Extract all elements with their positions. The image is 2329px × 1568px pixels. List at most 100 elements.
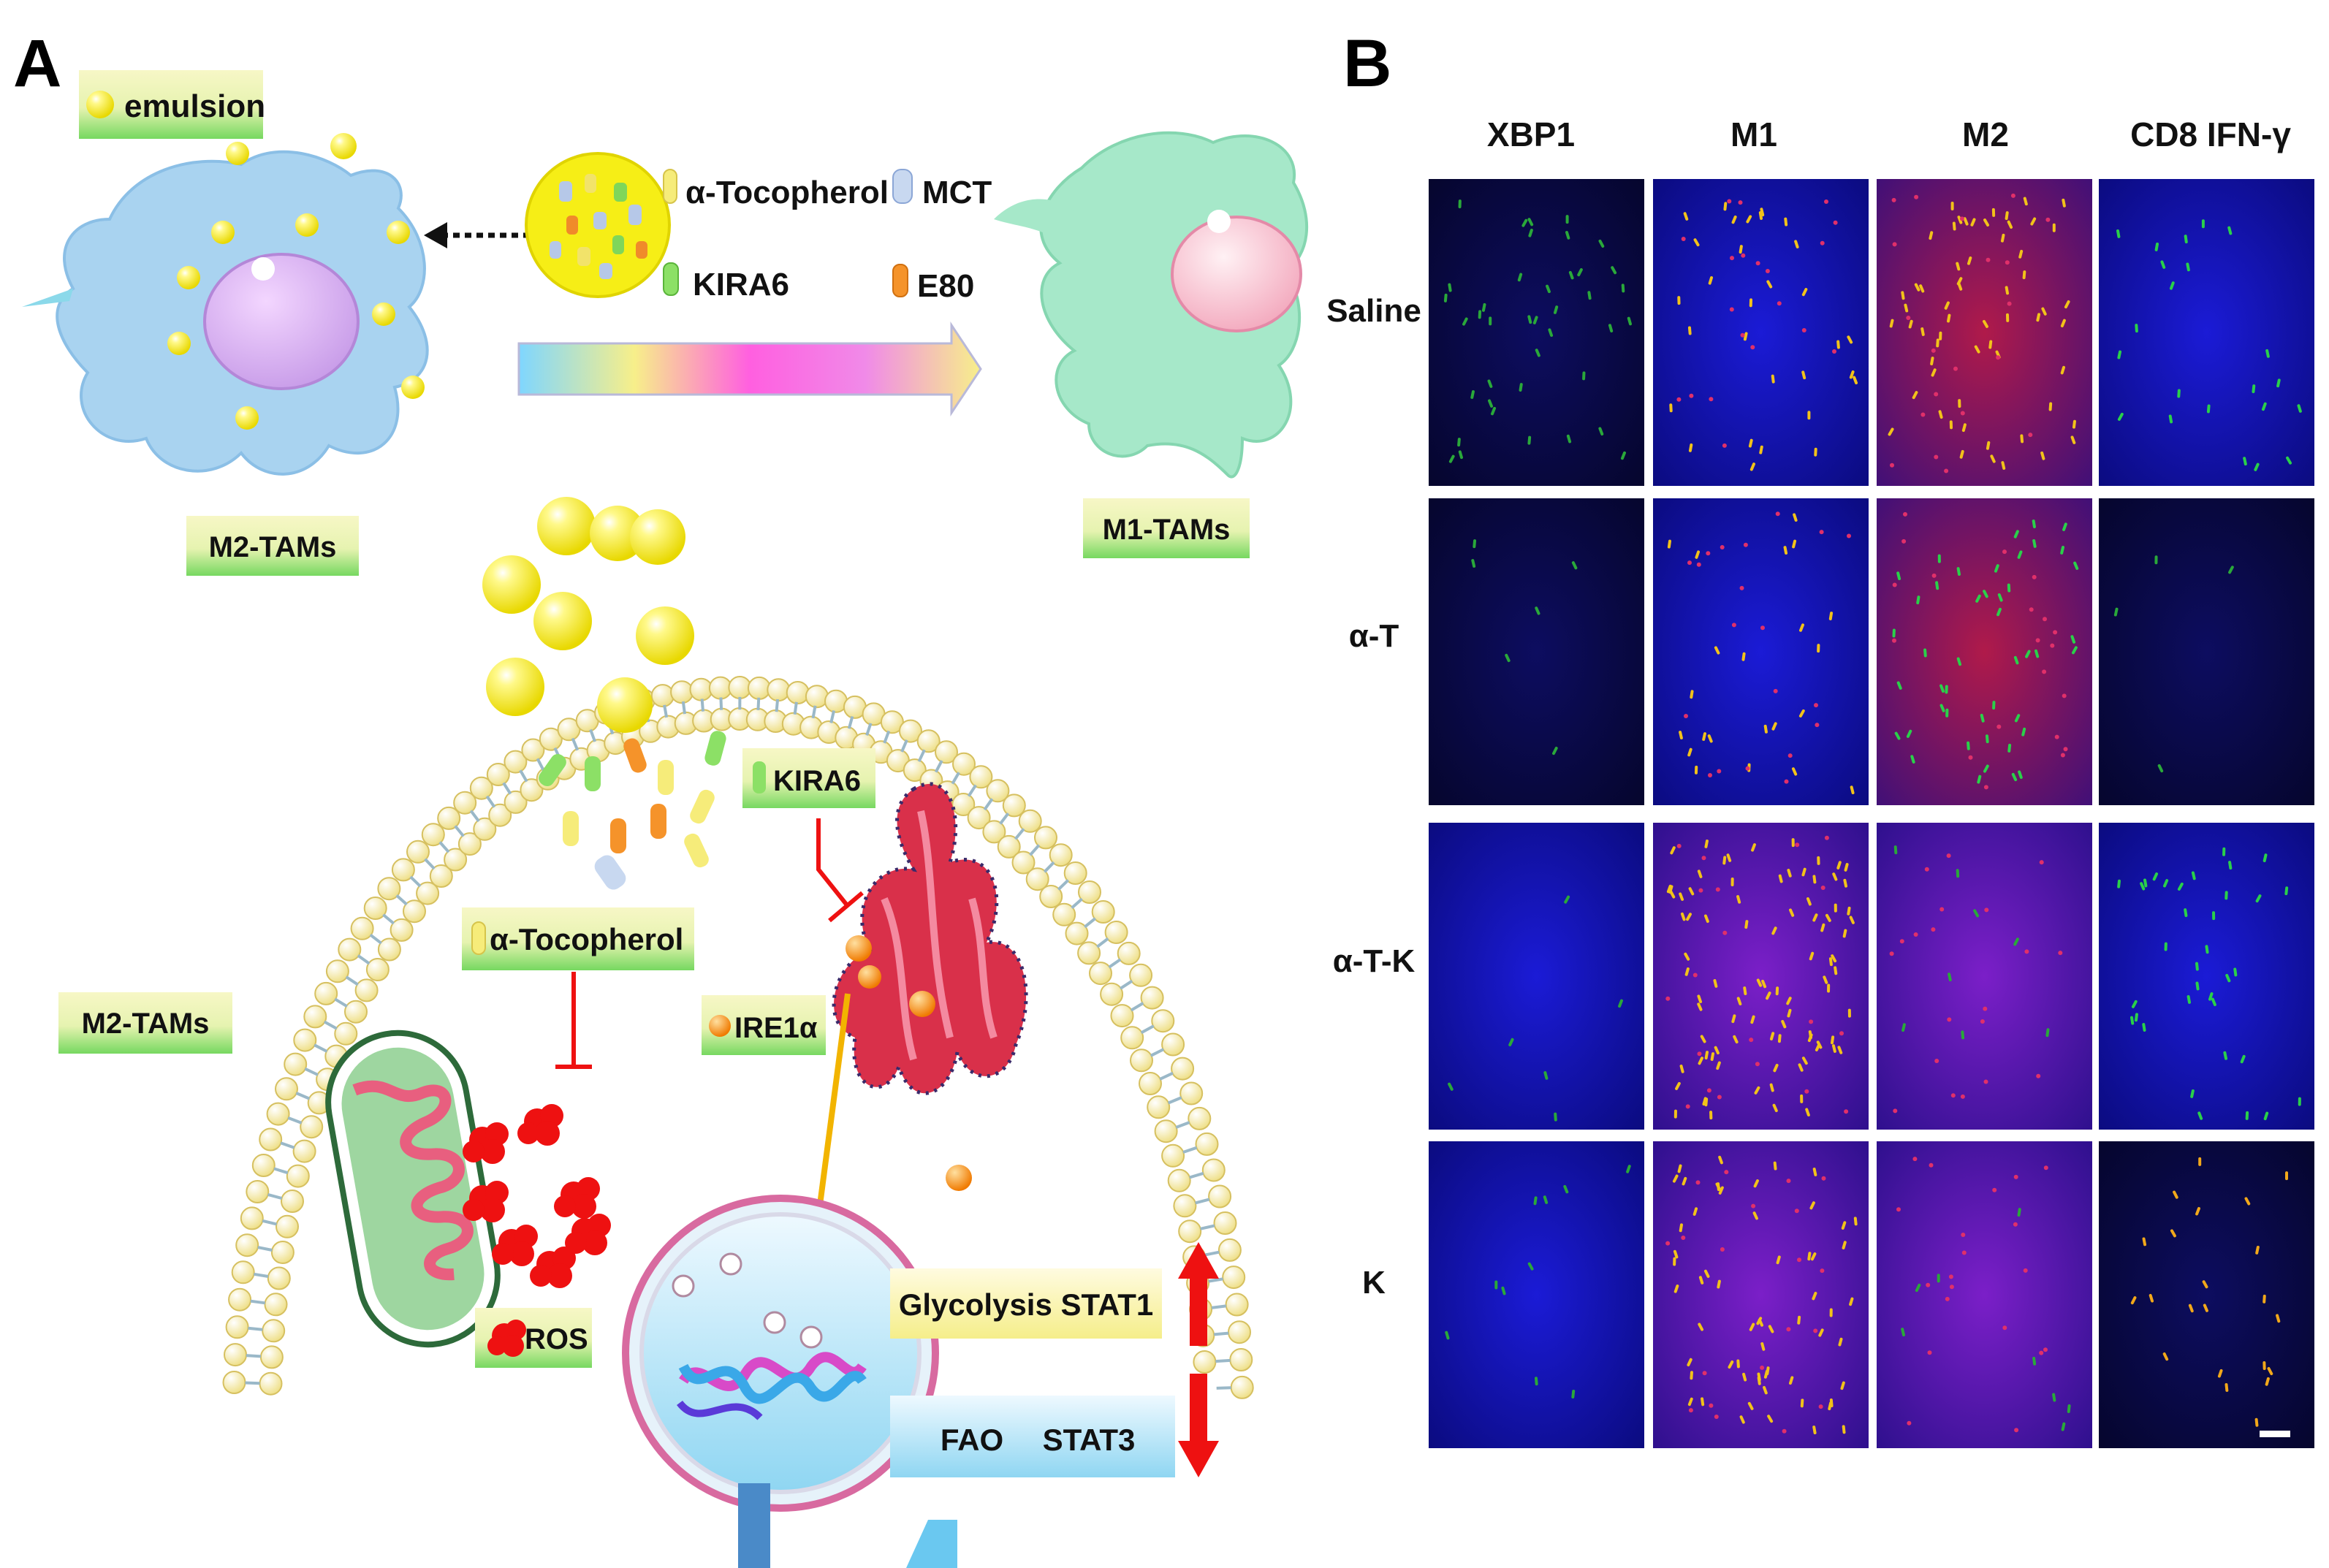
- fluorescence-panel: [1429, 823, 1644, 1130]
- stain-signal: [1817, 644, 1820, 653]
- stain-signal: [1980, 713, 1985, 723]
- stain-signal: [2032, 520, 2036, 528]
- stain-signal: [1751, 843, 1756, 852]
- stain-signal: [2039, 1350, 2044, 1355]
- stain-signal: [1679, 1223, 1683, 1233]
- stain-signal: [1828, 957, 1833, 967]
- stain-signal: [1809, 951, 1815, 961]
- stain-signal: [2007, 743, 2012, 753]
- stain-signal: [1839, 1031, 1844, 1036]
- stain-signal: [1458, 450, 1463, 460]
- inner-m2-tams-label-box: [58, 992, 232, 1054]
- stain-signal: [2013, 937, 2019, 946]
- ire1a-dot: [846, 935, 872, 962]
- membrane-tail: [865, 723, 873, 737]
- membrane-bead: [377, 877, 401, 901]
- membrane-tail: [775, 699, 780, 712]
- stain-signal: [1946, 853, 1951, 859]
- stain-signal: [1815, 723, 1820, 728]
- membrane-tail: [304, 1067, 319, 1076]
- stain-signal: [1819, 530, 1824, 535]
- stain-signal: [1950, 202, 1954, 210]
- membrane-bead: [488, 803, 512, 827]
- membrane-tail: [254, 1272, 269, 1278]
- stain-signal: [2142, 1237, 2147, 1247]
- dotted-arrow-icon: [424, 222, 530, 248]
- endoplasmic-reticulum-icon: [832, 782, 1028, 1191]
- stain-signal: [1534, 1377, 1538, 1386]
- stain-signal: [1991, 208, 1996, 217]
- stain-signal: [1715, 887, 1720, 892]
- stain-signal: [1745, 766, 1750, 771]
- membrane-bead: [225, 1315, 249, 1339]
- membrane-tail: [1204, 1250, 1220, 1257]
- stain-signal: [1701, 856, 1706, 861]
- stain-signal: [1939, 704, 1945, 712]
- stain-signal: [1816, 1040, 1823, 1049]
- stain-signal: [1818, 1404, 1823, 1409]
- membrane-bead: [521, 738, 545, 762]
- column-header-m1: M1: [1730, 115, 1777, 153]
- stain-signal: [1698, 1057, 1704, 1065]
- stain-signal: [1564, 895, 1570, 904]
- stain-signal: [2262, 1294, 2266, 1304]
- membrane-bead: [650, 684, 675, 708]
- stain-signal: [1831, 954, 1837, 963]
- scale-bar: [2260, 1431, 2290, 1437]
- membrane-tail: [1029, 844, 1041, 856]
- stain-signal: [1731, 1014, 1736, 1024]
- stain-signal: [1755, 261, 1760, 266]
- stain-signal: [1730, 878, 1734, 887]
- stain-signal: [1828, 612, 1834, 620]
- stain-signal: [1797, 1257, 1801, 1263]
- stain-signal: [2072, 419, 2076, 429]
- stain-signal: [1750, 345, 1755, 350]
- stain-signal: [1800, 1398, 1804, 1408]
- legend-mct: MCT: [922, 175, 992, 210]
- membrane-tail: [485, 795, 496, 808]
- stain-signal: [1687, 326, 1692, 335]
- stain-signal: [1844, 1109, 1849, 1114]
- membrane-bead: [916, 729, 941, 753]
- stain-signal: [1931, 348, 1936, 353]
- stain-signal: [1842, 929, 1847, 938]
- stain-signal: [1787, 869, 1792, 878]
- membrane-bead: [1201, 1158, 1226, 1182]
- stain-signal: [1687, 1358, 1692, 1367]
- stain-signal: [1720, 545, 1725, 549]
- stain-signal: [1666, 884, 1672, 894]
- stain-signal: [1832, 349, 1836, 354]
- stain-signal: [1798, 1063, 1804, 1072]
- stain-signal: [1810, 1252, 1817, 1261]
- stain-signal: [1552, 746, 1558, 756]
- stain-signal: [1771, 374, 1775, 384]
- stain-signal: [1753, 1179, 1759, 1188]
- membrane-tail: [409, 875, 422, 888]
- stain-signal: [1679, 1065, 1684, 1073]
- stain-signal: [1673, 1257, 1676, 1266]
- fluorescence-panel: [1429, 498, 1644, 805]
- membrane-bead: [1225, 1293, 1249, 1317]
- stain-signal: [1695, 550, 1701, 559]
- stain-signal: [1598, 239, 1605, 248]
- nucleus-icon: [622, 1195, 939, 1512]
- stain-signal: [1945, 685, 1948, 694]
- stain-signal: [1968, 755, 1973, 760]
- stain-signal: [1814, 703, 1818, 708]
- stain-signal: [1693, 238, 1700, 247]
- stain-signal: [2162, 1352, 2169, 1361]
- stain-signal: [2157, 764, 2164, 773]
- stain-signal: [2013, 1174, 2018, 1179]
- stain-signal: [1443, 293, 1448, 302]
- membrane-tail: [248, 1326, 263, 1331]
- stain-signal: [1804, 1089, 1809, 1094]
- stain-signal: [2163, 879, 2169, 888]
- membrane-bead: [240, 1206, 264, 1230]
- stain-signal: [1920, 327, 1925, 336]
- stain-signal: [2263, 1111, 2269, 1121]
- stain-signal: [1782, 1428, 1787, 1434]
- stain-signal: [1967, 741, 1970, 750]
- membrane-bead: [275, 1077, 298, 1101]
- stain-signal: [1919, 284, 1925, 293]
- membrane-bead: [539, 727, 563, 751]
